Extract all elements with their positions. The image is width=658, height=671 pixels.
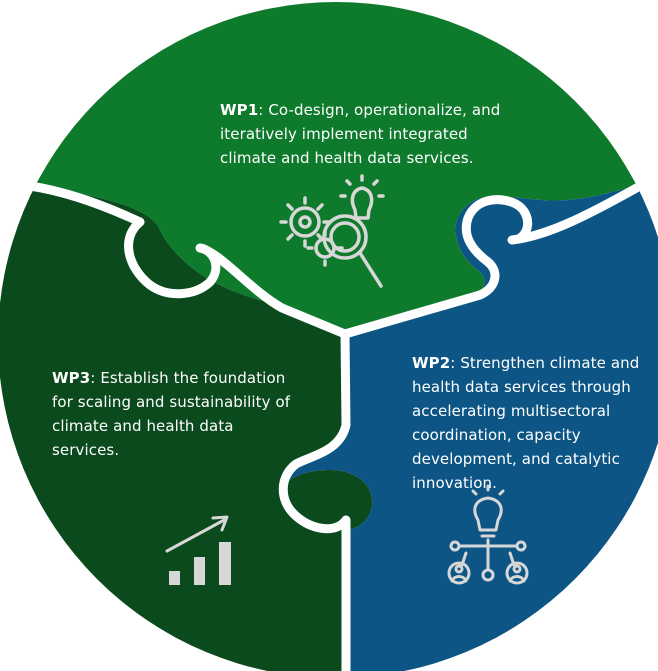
gears-magnifier-lightbulb-icon — [279, 174, 385, 288]
growth-bar-chart-icon — [165, 515, 231, 585]
wp3-puzzle-piece — [0, 178, 373, 671]
wp2-separator: : — [450, 354, 461, 372]
lightbulb-network-people-icon — [447, 484, 529, 585]
divider-wp1-wp2 — [340, 181, 645, 339]
wp3-separator: : — [90, 369, 101, 387]
wp3-description-block: WP3: Establish the foundation for scalin… — [52, 366, 302, 462]
wp3-description: Establish the foundation for scaling and… — [52, 369, 291, 459]
divider-wp2-wp3 — [278, 329, 351, 671]
wp3-label: WP3 — [52, 369, 91, 387]
gear-icon — [279, 196, 331, 248]
wp2-label: WP2 — [412, 354, 451, 372]
wp1-separator: : — [258, 101, 269, 119]
magnifier-icon — [322, 214, 383, 288]
wp1-puzzle-piece — [0, 2, 658, 334]
wp2-description-block: WP2: Strengthen climate and health data … — [412, 351, 648, 495]
wp1-description-block: WP1: Co-design, operationalize, and iter… — [220, 98, 520, 170]
wp1-label: WP1 — [220, 101, 259, 119]
wp2-description: Strengthen climate and health data servi… — [412, 354, 640, 492]
divider-wp1-wp3 — [25, 181, 350, 339]
wp1-description: Co-design, operationalize, and iterative… — [220, 101, 501, 167]
wp2-puzzle-piece — [282, 180, 658, 671]
lightbulb-icon — [339, 174, 385, 220]
